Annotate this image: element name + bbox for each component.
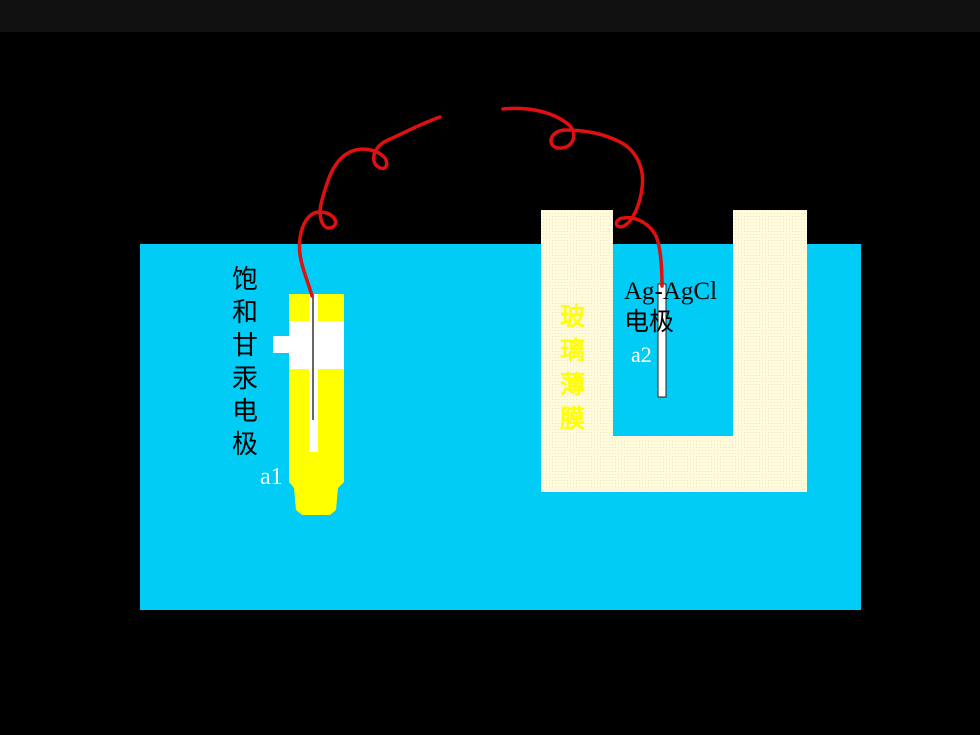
connecting-wire-right [501,106,664,288]
glass-membrane-label: 玻 璃 薄 膜 [560,300,585,436]
agagcl-label-line2: 电极 [624,309,675,336]
calomel-label-char: 汞 [232,364,259,394]
activity-a1-label: a1 [260,464,283,490]
calomel-label-char: 极 [232,430,259,460]
calomel-side-port [273,336,290,353]
calomel-electrode-label: 饱 和 甘 汞 电 极 [232,264,258,462]
activity-a2-label: a2 [631,342,652,367]
inner-solution [613,244,733,436]
agagcl-electrode-label: Ag-AgCl 电极 [624,276,717,338]
glass-label-char: 薄 [560,370,586,399]
glass-label-char: 璃 [560,336,586,365]
calomel-label-char: 甘 [232,331,259,361]
glass-label-char: 玻 [560,302,586,331]
calomel-label-char: 和 [232,298,259,328]
top-bar [0,0,980,32]
glass-membrane [541,210,807,492]
agagcl-label-line1: Ag-AgCl [624,278,718,305]
glass-label-char: 膜 [560,404,586,433]
calomel-electrode [273,294,344,515]
connecting-wire [297,115,442,298]
calomel-label-char: 饱 [232,265,259,295]
calomel-label-char: 电 [232,397,259,427]
